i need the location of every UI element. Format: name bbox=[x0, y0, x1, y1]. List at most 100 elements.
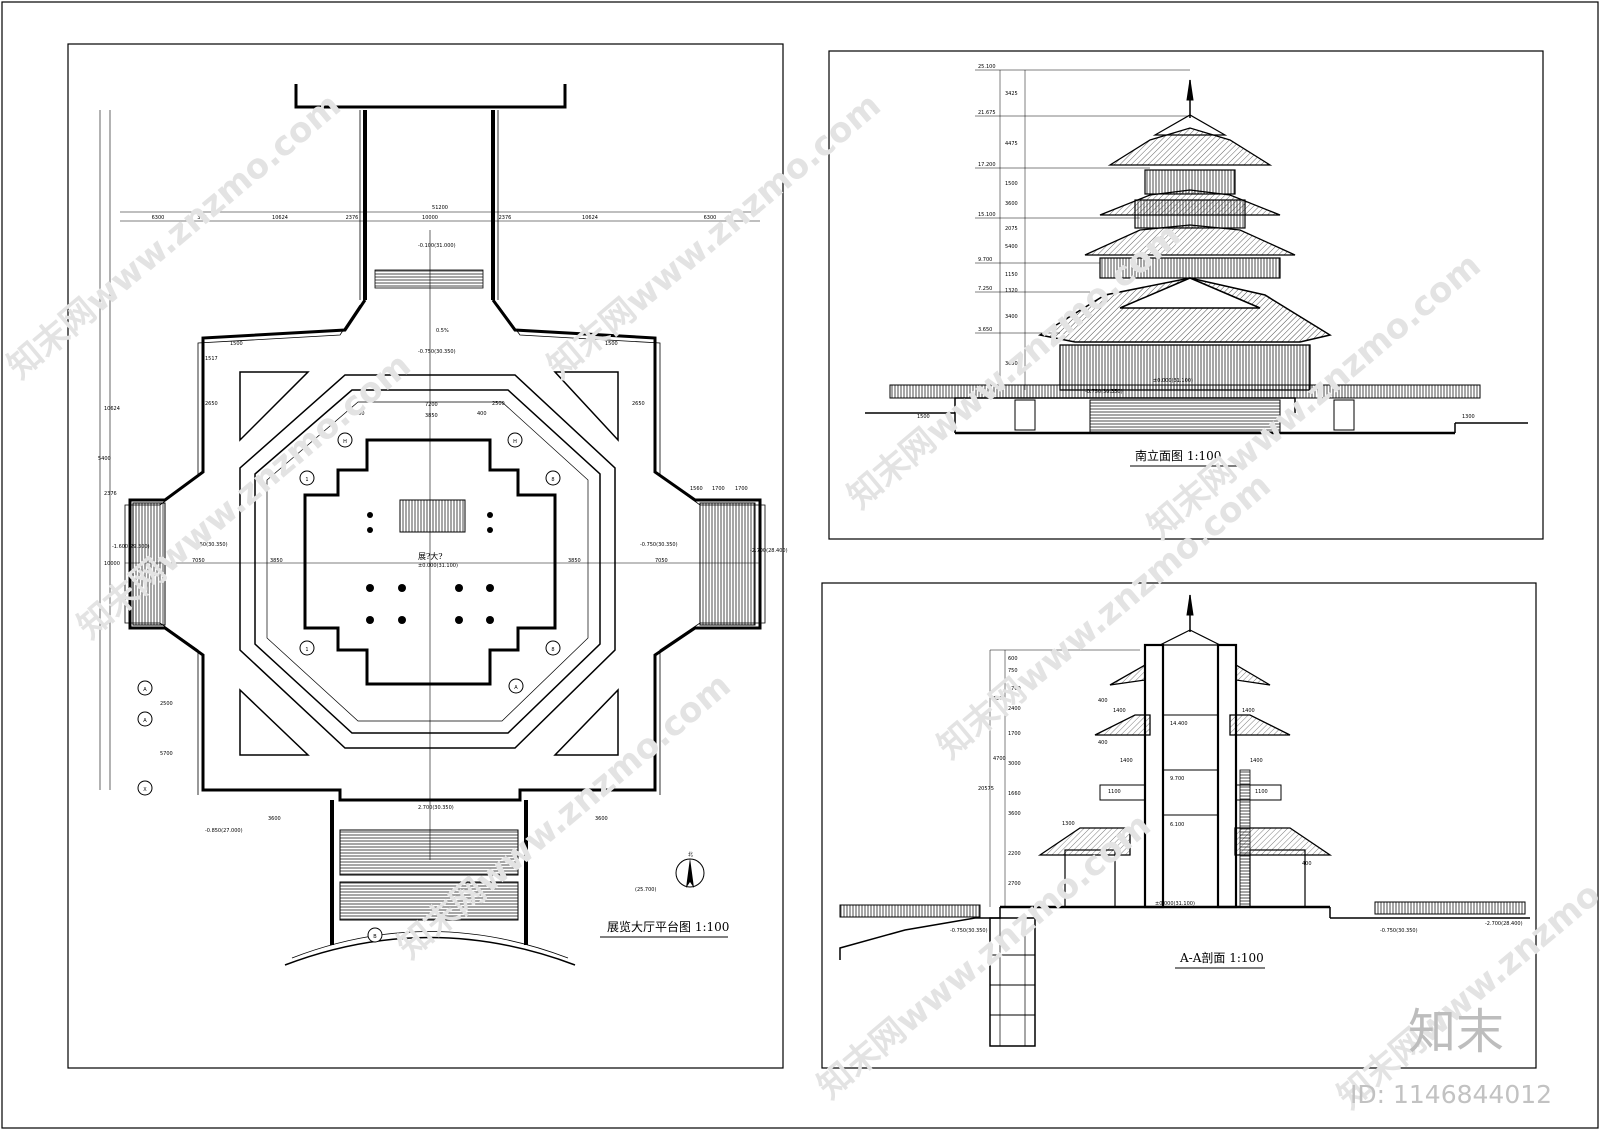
plan-dim-misc-17: 7200 bbox=[425, 402, 438, 408]
sect-level-6: -2.700(28.400) bbox=[1485, 921, 1523, 927]
elevation-level-marks bbox=[975, 69, 1190, 390]
plan-level-4: -1.600(29.300) bbox=[112, 544, 150, 550]
sect-dim-22: 4700 bbox=[993, 756, 1006, 762]
plan-level-1: -0.750(30.350) bbox=[418, 349, 456, 355]
plan-panel: H H 1 8 1 8 A A A X B 51200 6300 300 106… bbox=[67, 43, 788, 1069]
plan-dim-misc-14: 400 bbox=[355, 411, 365, 417]
elev-dim-6: 1150 bbox=[1005, 272, 1018, 278]
elevation-title: 南立面图 1:100 bbox=[1135, 448, 1221, 463]
plan-dim-misc-19: 10000 bbox=[104, 561, 120, 567]
grid-bubbles bbox=[137, 432, 561, 943]
plan-level-0: -0.100(31.000) bbox=[418, 243, 456, 249]
watermark-8: 知末网www.znzmo.com bbox=[810, 805, 1159, 1107]
section-railing-left bbox=[839, 904, 981, 918]
elev-dim-10: 1500 bbox=[917, 414, 930, 420]
elev-dim-2: 1500 bbox=[1005, 181, 1018, 187]
west-stair bbox=[132, 502, 166, 626]
elevation-frame bbox=[828, 50, 1544, 540]
sect-dim-18: 400 bbox=[1302, 861, 1312, 867]
sect-dim-14: 1100 bbox=[1255, 789, 1268, 795]
elev-dim-8: 3400 bbox=[1005, 314, 1018, 320]
elev-level-1: 21.675 bbox=[978, 110, 996, 116]
sect-level-3: ±0.000(31.100) bbox=[1155, 901, 1195, 907]
section-tower bbox=[1037, 594, 1333, 909]
section-frame bbox=[821, 582, 1537, 1069]
plan-dim-misc-5: 3850 bbox=[270, 558, 283, 564]
sect-dim-7: 3600 bbox=[1008, 811, 1021, 817]
sect-dim-17: 400 bbox=[1098, 740, 1108, 746]
grid-label-8b: 8 bbox=[551, 647, 554, 653]
plan-dim-top-4: 10000 bbox=[422, 215, 438, 221]
elev-dim-5: 5400 bbox=[1005, 244, 1018, 250]
plan-dim-misc-15: 400 bbox=[477, 411, 487, 417]
elev-dim-3: 3600 bbox=[1005, 201, 1018, 207]
grid-label-b: B bbox=[373, 934, 377, 940]
elev-dim-0: 3425 bbox=[1005, 91, 1018, 97]
north-entry-wall bbox=[294, 84, 567, 109]
plan-dim-misc-25: 0.5% bbox=[436, 328, 449, 334]
plan-dim-top-6: 10624 bbox=[582, 215, 598, 221]
sect-dim-15: 1300 bbox=[1062, 821, 1075, 827]
hall-wall bbox=[303, 438, 557, 686]
elevation-panel: 25.100 21.675 17.200 15.100 9.700 7.250 … bbox=[828, 50, 1544, 540]
section-level-marks bbox=[989, 649, 1140, 907]
sect-level-1: 9.700 bbox=[1170, 776, 1184, 782]
elev-level-2: 17.200 bbox=[978, 162, 996, 168]
plan-dim-misc-21: 10624 bbox=[104, 406, 120, 412]
elev-dim-9: 3650 bbox=[1005, 361, 1018, 367]
plan-dim-misc-18: 3850 bbox=[425, 413, 438, 419]
plan-dim-misc-16: 2500 bbox=[492, 401, 505, 407]
south-stair-upper bbox=[339, 829, 519, 876]
elev-level-7: ±0.000(31.100) bbox=[1153, 378, 1193, 384]
hall-center-label: 展?大? bbox=[418, 551, 443, 561]
plan-title: 展览大厅平台图 1:100 bbox=[607, 919, 729, 934]
sect-dim-11: 1400 bbox=[1120, 758, 1133, 764]
sect-dim-2: 1700 bbox=[1008, 686, 1021, 692]
grid-label-a1: A bbox=[514, 685, 518, 691]
plan-dim-misc-4: 2650 bbox=[632, 401, 645, 407]
north-corridor bbox=[363, 110, 495, 300]
sect-dim-6: 1660 bbox=[1008, 791, 1021, 797]
image-id-text: ID: 1146844012 bbox=[1350, 1080, 1552, 1109]
hall-columns bbox=[366, 512, 494, 624]
plan-level-8: (25.700) bbox=[635, 887, 656, 893]
corner-planters bbox=[239, 371, 619, 756]
sect-dim-20: 20575 bbox=[978, 786, 994, 792]
grid-label-a3: A bbox=[143, 718, 147, 724]
plan-dim-misc-1: 1500 bbox=[605, 341, 618, 347]
sect-level-2: 6.100 bbox=[1170, 822, 1184, 828]
elev-level-0: 25.100 bbox=[978, 64, 996, 70]
plan-dim-top-1: 300 bbox=[197, 215, 207, 221]
hall-stair bbox=[399, 499, 466, 533]
plan-dim-misc-0: 1500 bbox=[230, 341, 243, 347]
plan-level-6: -0.850(27.000) bbox=[205, 828, 243, 834]
brand-logo-text: 知末 bbox=[1408, 1004, 1504, 1060]
elevation-ground bbox=[865, 397, 1528, 435]
east-stair bbox=[699, 502, 756, 626]
elev-level-4: 9.700 bbox=[978, 257, 992, 263]
plan-level-7: 2.700(30.350) bbox=[418, 805, 454, 811]
grid-label-x: X bbox=[143, 787, 147, 793]
plan-dim-total: 51200 bbox=[432, 205, 448, 211]
grid-label-8a: 8 bbox=[551, 477, 554, 483]
sect-dim-13: 1100 bbox=[1108, 789, 1121, 795]
south-arc bbox=[284, 936, 576, 966]
plan-dim-misc-2: 1517 bbox=[205, 356, 218, 362]
sect-level-5: -0.750(30.350) bbox=[1380, 928, 1418, 934]
plan-dim-top-0: 6300 bbox=[152, 215, 165, 221]
watermark-7: 知末网www.znzmo.com bbox=[930, 465, 1279, 767]
plan-dim-misc-11: 1560 bbox=[690, 486, 703, 492]
elev-dim-1: 4475 bbox=[1005, 141, 1018, 147]
sect-dim-8: 2200 bbox=[1008, 851, 1021, 857]
section-panel: 14.400 9.700 6.100 ±0.000(31.100) -0.750… bbox=[821, 582, 1537, 1069]
sect-dim-16: 400 bbox=[1098, 698, 1108, 704]
sect-dim-5: 3000 bbox=[1008, 761, 1021, 767]
plan-dim-misc-24: 2500 bbox=[160, 701, 173, 707]
sect-dim-9: 1400 bbox=[1113, 708, 1126, 714]
elev-level-5: 7.250 bbox=[978, 286, 992, 292]
plan-dim-top-7: 6300 bbox=[704, 215, 717, 221]
plan-dim-top-2: 10624 bbox=[272, 215, 288, 221]
grid-label-a2: A bbox=[143, 687, 147, 693]
elev-dim-11: 1300 bbox=[1462, 414, 1475, 420]
